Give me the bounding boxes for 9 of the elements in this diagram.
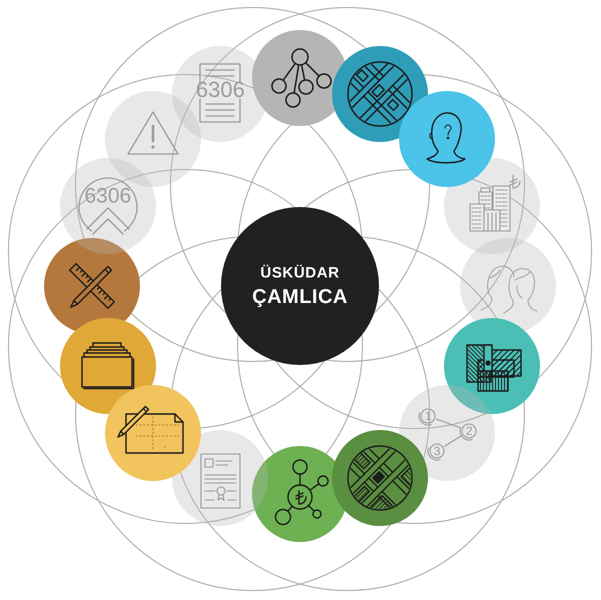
place-name: ÇAMLICA [252, 287, 348, 307]
step-number: 2 [466, 425, 472, 438]
step-number: 3 [434, 445, 440, 458]
icon-circle [399, 90, 496, 187]
number-label: 6306 [196, 78, 245, 101]
icon-circle [332, 430, 428, 526]
step-number: 1 [424, 410, 432, 422]
number-label: 6306 [84, 186, 132, 207]
place-name: ÜSKÜDAR [260, 266, 340, 280]
